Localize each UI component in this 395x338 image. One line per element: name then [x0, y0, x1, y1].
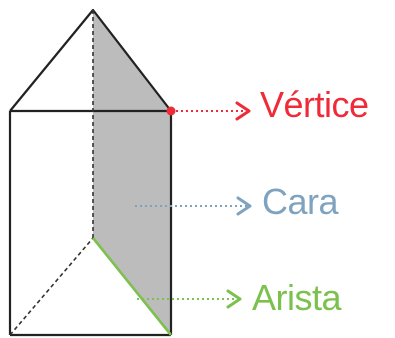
arrow-right-icon — [235, 101, 251, 121]
hidden-edges — [9, 10, 94, 336]
edge-label: Arista — [252, 277, 342, 318]
vertex-label: Vértice — [260, 84, 369, 125]
shaded-face — [93, 10, 171, 335]
arrow-right-icon — [236, 196, 252, 216]
vertex-arrow — [176, 101, 251, 121]
edge-arrow — [137, 289, 242, 309]
face-label: Cara — [262, 181, 339, 222]
face-arrow — [135, 196, 252, 216]
dot-marker-icon — [166, 106, 176, 116]
arrow-right-icon — [226, 289, 242, 309]
highlighted-edge — [91, 237, 173, 336]
